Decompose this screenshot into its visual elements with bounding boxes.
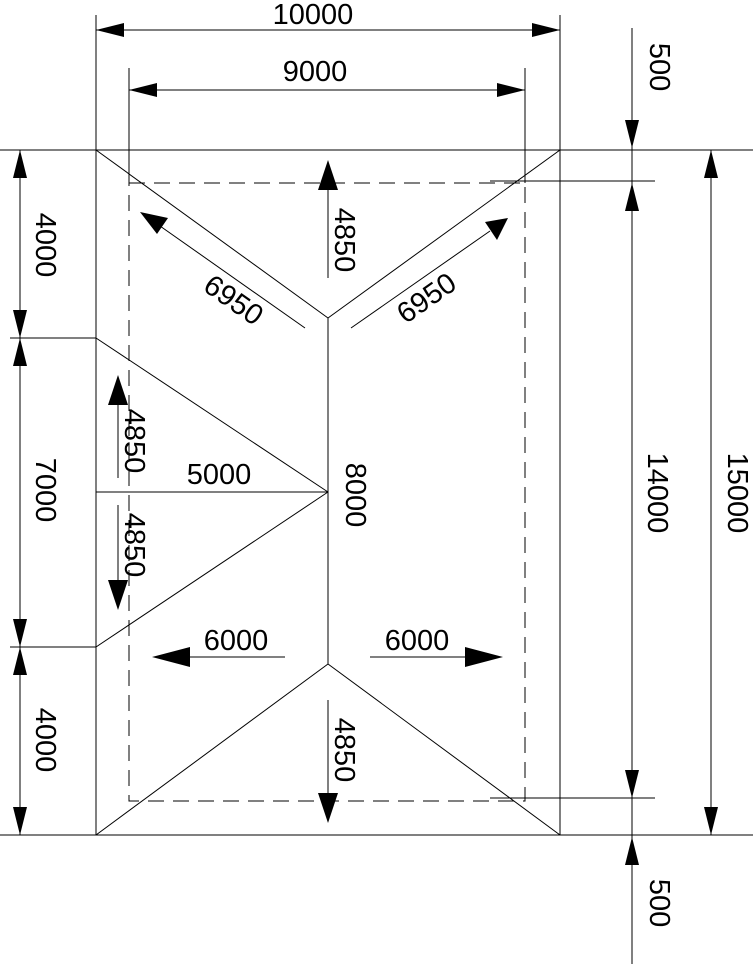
slope-arrow-hip-left [140, 212, 306, 329]
label-overhang-top: 500 [643, 43, 675, 91]
label-ridge-length: 8000 [339, 463, 371, 528]
ridge-and-hips [95, 149, 561, 836]
slope-arrow-bottom [318, 700, 338, 823]
slope-arrow-left-down [108, 505, 128, 610]
slope-arrow-run-left [152, 647, 285, 667]
dimension-width-inner [129, 83, 525, 97]
label-hip-run-left: 5000 [187, 459, 252, 491]
label-width-total: 10000 [273, 0, 354, 31]
label-run-right: 6000 [385, 625, 450, 657]
label-slope-left-down: 4850 [118, 513, 150, 578]
dimension-left-chain [13, 150, 27, 835]
roof-outline [95, 149, 561, 836]
label-slope-top: 4850 [328, 208, 360, 273]
dimension-height-total [704, 150, 718, 835]
label-height-total: 15000 [721, 453, 753, 534]
label-left-top: 4000 [29, 213, 61, 278]
label-height-inner: 14000 [641, 453, 673, 534]
label-left-bottom: 4000 [29, 708, 61, 773]
slope-arrow-hip-right [350, 218, 508, 329]
extension-lines [0, 15, 753, 836]
dimension-height-inner [625, 183, 639, 798]
label-hip-left-top: 6950 [198, 269, 269, 332]
label-slope-left-up: 4850 [118, 409, 150, 474]
label-run-left: 6000 [204, 625, 269, 657]
dimension-width-total [96, 23, 560, 37]
slope-arrow-run-right [370, 647, 503, 667]
label-hip-right-top: 6950 [391, 267, 462, 330]
label-width-inner: 9000 [283, 56, 348, 88]
label-slope-bottom: 4850 [328, 718, 360, 783]
label-overhang-bottom: 500 [643, 879, 675, 927]
dimension-overhang-bottom [625, 760, 639, 964]
label-left-middle: 7000 [29, 458, 61, 523]
slope-arrow-left-up [108, 375, 128, 478]
slope-arrow-top [318, 160, 338, 278]
